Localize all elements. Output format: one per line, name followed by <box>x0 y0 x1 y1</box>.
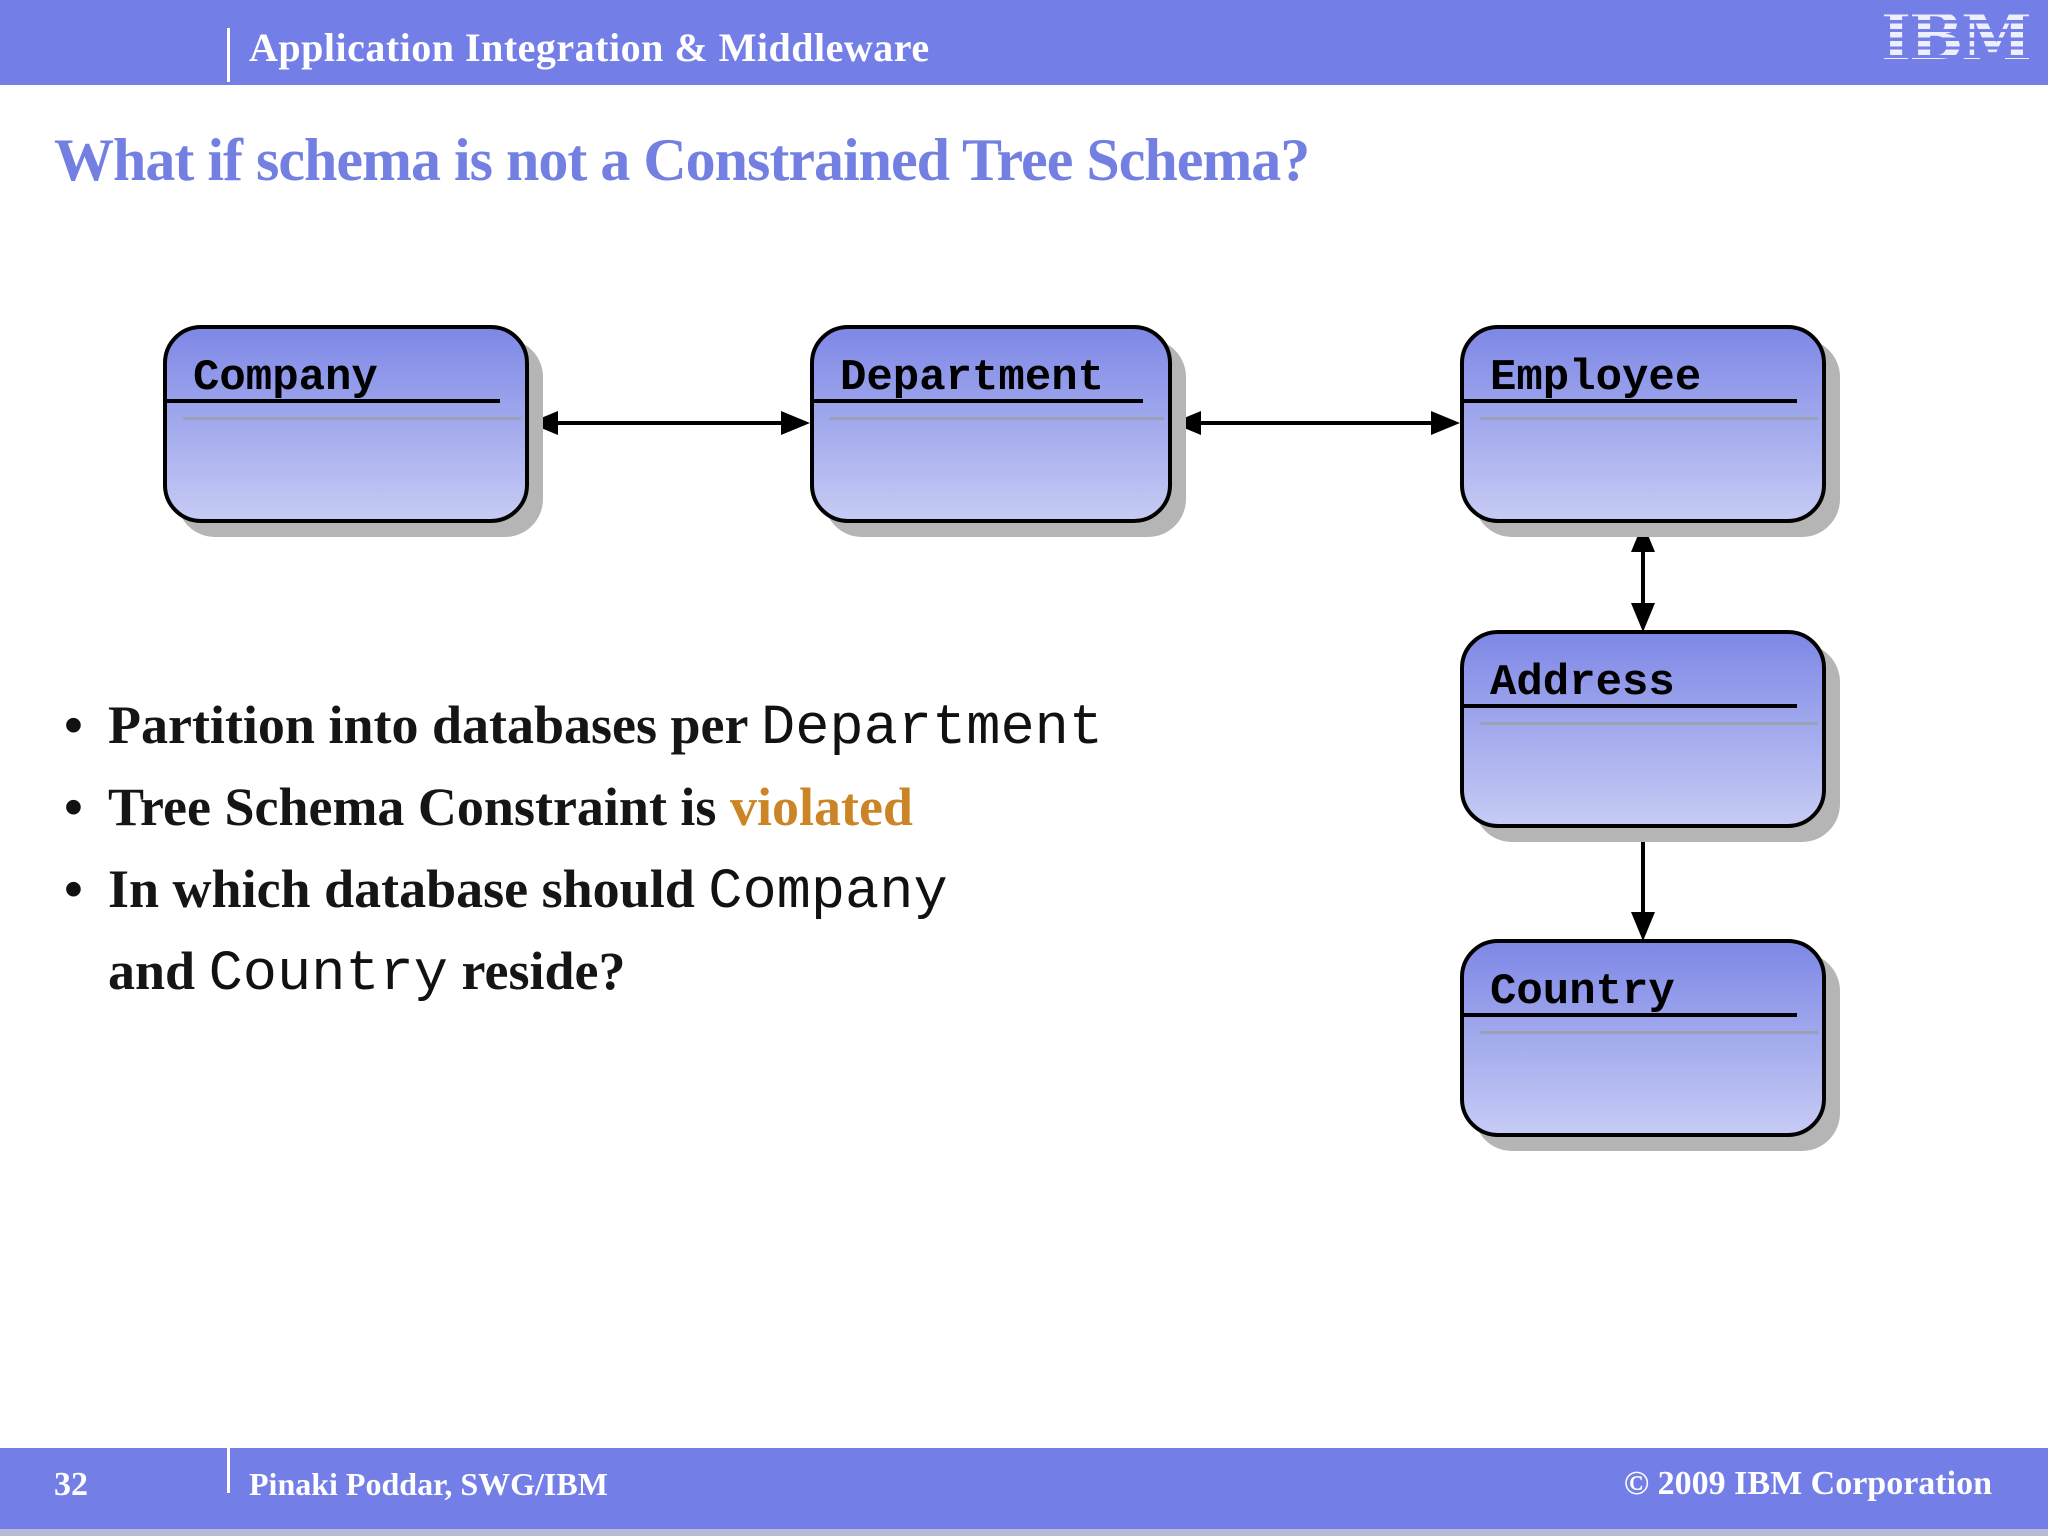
ibm-logo: IBM <box>1870 6 2030 72</box>
entity-country: Country <box>1460 939 1826 1137</box>
bullet-text: and <box>108 941 209 1001</box>
bullet-text: Tree Schema Constraint is <box>108 777 730 837</box>
entity-title-underline <box>814 399 1144 403</box>
header-divider-line <box>227 28 230 82</box>
arrow-employee-address <box>1631 523 1655 632</box>
bullet-text-accent: violated <box>729 777 913 837</box>
arrow-company-department <box>529 411 810 435</box>
footer-bottom-strip <box>0 1529 2048 1536</box>
ibm-logo-stripes <box>1870 6 2030 72</box>
entity-separator-line <box>1480 1031 1818 1034</box>
bullet-item-violated: • Tree Schema Constraint is violated <box>64 766 1103 848</box>
header-title: Application Integration & Middleware <box>249 25 930 70</box>
entity-title-underline <box>1464 704 1797 708</box>
header-bar: Application Integration & Middleware IBM <box>0 0 2048 85</box>
bullet-item-partition: • Partition into databases per Department <box>64 684 1103 766</box>
footer-copyright: © 2009 IBM Corporation <box>1623 1465 1992 1502</box>
entity-department: Department <box>810 325 1172 523</box>
entity-label: Address <box>1490 658 1675 708</box>
entity-separator-line <box>183 417 521 420</box>
footer-divider-line <box>227 1448 230 1493</box>
entity-separator-line <box>830 417 1164 420</box>
bullet-text: reside? <box>448 941 626 1001</box>
bullet-text: Partition into databases per <box>108 695 762 755</box>
slide-title: What if schema is not a Constrained Tree… <box>54 127 1310 193</box>
bullet-text: In which database should <box>108 859 709 919</box>
arrow-address-country <box>1631 828 1655 941</box>
entity-label: Company <box>193 353 378 403</box>
entity-title-underline <box>1464 1013 1797 1017</box>
bullet-text-mono: Company <box>708 861 948 925</box>
bullet-text-mono: Country <box>208 943 449 1007</box>
bullet-item-continuation: and Country reside? <box>64 930 1103 1012</box>
bullet-dot: • <box>64 859 83 919</box>
entity-employee: Employee <box>1460 325 1826 523</box>
arrow-department-employee <box>1172 411 1460 435</box>
bullet-list: • Partition into databases per Department… <box>64 684 1103 1012</box>
bullet-dot: • <box>64 695 83 755</box>
entity-title-underline <box>167 399 500 403</box>
entity-company: Company <box>163 325 529 523</box>
bullet-item-which-database: • In which database should Company <box>64 848 1103 930</box>
entity-label: Country <box>1490 967 1675 1017</box>
entity-label: Employee <box>1490 353 1702 403</box>
entity-label: Department <box>840 353 1105 403</box>
page-number: 32 <box>54 1466 88 1503</box>
entity-address: Address <box>1460 630 1826 828</box>
entity-separator-line <box>1480 417 1818 420</box>
bullet-dot: • <box>64 777 83 837</box>
entity-title-underline <box>1464 399 1797 403</box>
entity-separator-line <box>1480 722 1818 725</box>
footer-bar: 32 Pinaki Poddar, SWG/IBM © 2009 IBM Cor… <box>0 1448 2048 1529</box>
bullet-text-mono: Department <box>761 697 1104 761</box>
footer-author: Pinaki Poddar, SWG/IBM <box>249 1466 608 1502</box>
